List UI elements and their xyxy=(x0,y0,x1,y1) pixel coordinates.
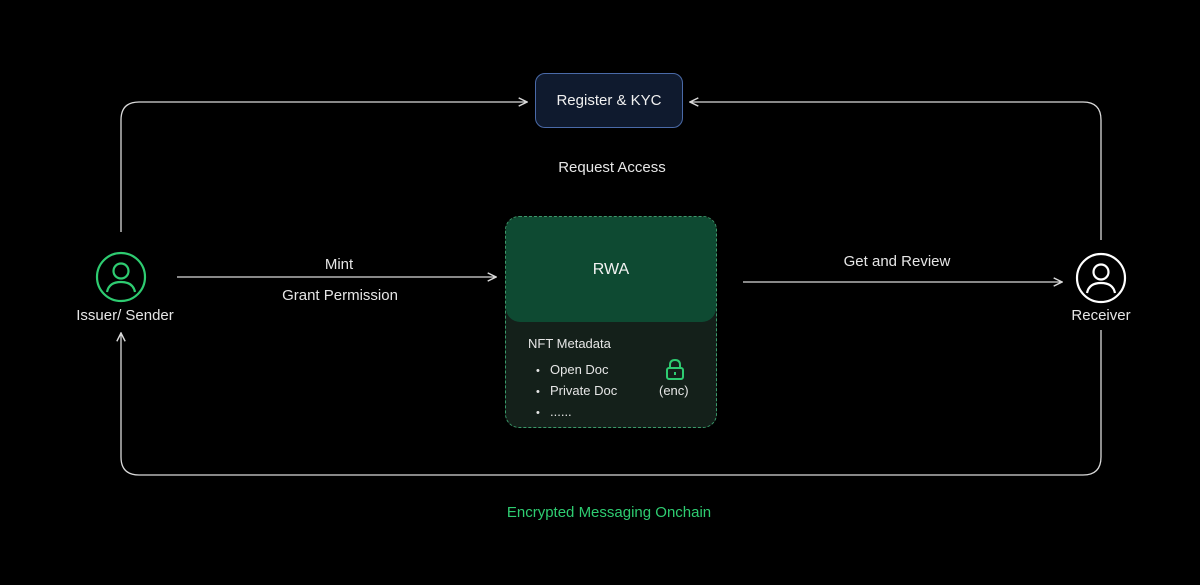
register-kyc-label: Register & KYC xyxy=(556,92,662,109)
lock-icon xyxy=(664,358,686,385)
metadata-item: Private Doc xyxy=(536,381,617,402)
register-kyc-node: Register & KYC xyxy=(535,73,683,128)
request-access-label: Request Access xyxy=(558,159,666,176)
rwa-header: RWA xyxy=(506,217,716,322)
encrypted-messaging-label: Encrypted Messaging Onchain xyxy=(506,504,712,521)
rwa-node: RWA NFT Metadata Open Doc Private Doc ..… xyxy=(505,216,717,428)
metadata-item: ...... xyxy=(536,402,617,423)
receiver-user-circle-icon xyxy=(1075,252,1127,309)
edge-encrypted-messaging xyxy=(121,330,1102,476)
issuer-user-circle-icon xyxy=(95,251,147,308)
rwa-label: RWA xyxy=(592,260,630,278)
nft-metadata-list: Open Doc Private Doc ...... xyxy=(536,360,617,423)
edge-issuer-to-register xyxy=(120,102,527,232)
metadata-item: Open Doc xyxy=(536,360,617,381)
mint-label: Mint xyxy=(324,256,354,273)
get-review-label: Get and Review xyxy=(843,253,951,270)
grant-permission-label: Grant Permission xyxy=(282,287,398,304)
enc-label: (enc) xyxy=(659,383,689,398)
receiver-label: Receiver xyxy=(1071,307,1131,324)
issuer-label: Issuer/ Sender xyxy=(76,307,174,324)
edge-receiver-to-register xyxy=(690,102,1102,240)
nft-metadata-title: NFT Metadata xyxy=(528,336,611,351)
